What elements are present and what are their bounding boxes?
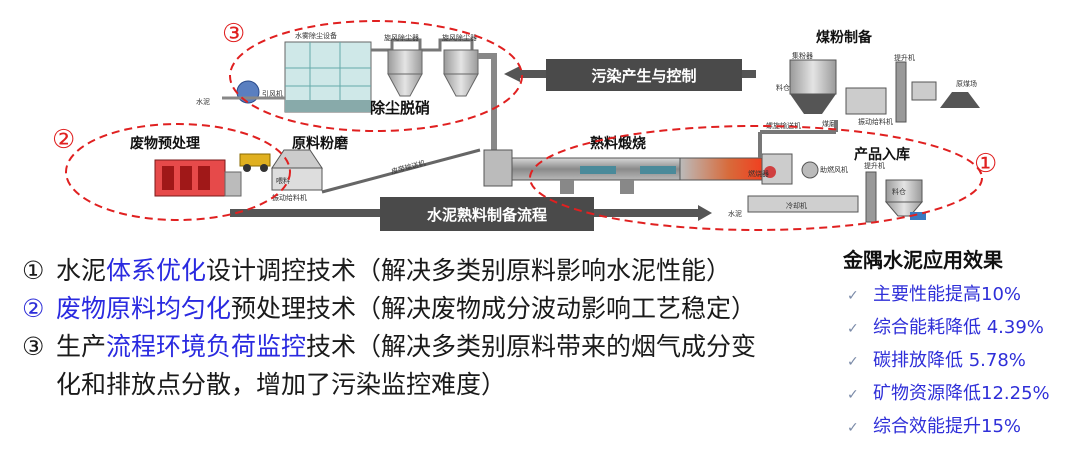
raw-grinding-label: 原料粉磨 xyxy=(292,135,349,152)
aux-fan-label: 助燃风机 xyxy=(820,165,848,174)
process-diagram: 水泥熟料制备流程 污染产生与控制 引风机 水泥 水雾除尘设备 旋风除尘器 旋风除… xyxy=(52,19,997,231)
dust-removal-equipment: 引风机 水泥 水雾除尘设备 旋风除尘器 旋风除尘器 xyxy=(196,31,497,150)
region-3-outline xyxy=(229,20,523,132)
effect-item: ✓ 碳排放降低 5.78% xyxy=(843,345,1073,378)
vib-label: 振动给料机 xyxy=(858,117,893,126)
feed4-label: 振动给料机 xyxy=(272,193,307,202)
check-icon: ✓ xyxy=(847,387,859,403)
check-icon: ✓ xyxy=(847,288,859,304)
water-dust-label: 水雾除尘设备 xyxy=(295,31,337,40)
feed3-label: 喂料 xyxy=(276,176,290,185)
effect-item: ✓ 综合能耗降低 4.39% xyxy=(843,312,1073,345)
cooler-label: 冷却机 xyxy=(786,201,807,210)
tech-highlight: 流程环境负荷监控 xyxy=(106,332,307,361)
cement-label-bottom: 水泥 xyxy=(728,209,742,218)
tech-number: ② xyxy=(22,294,45,323)
coal-mill-label: 煤磨 xyxy=(822,119,836,128)
region-2-marker: ② xyxy=(52,125,75,155)
process-flow-label-box: 水泥熟料制备流程 xyxy=(380,197,594,231)
tech-post: 技术（解决多类别原料带来的烟气成分变 xyxy=(306,332,757,361)
pollution-label: 污染产生与控制 xyxy=(591,67,696,85)
effects-title: 金隅水泥应用效果 xyxy=(843,248,1003,272)
technology-list: ① 水泥体系优化设计调控技术（解决多类别原料影响水泥性能） ② 废物原料均匀化预处理… xyxy=(22,252,822,404)
pollution-label-box: 污染产生与控制 xyxy=(546,59,742,91)
effect-text: 碳排放降低 5.78% xyxy=(873,350,1026,371)
region-1-marker: ① xyxy=(974,149,997,179)
region-3-marker: ③ xyxy=(222,19,245,49)
product-storage-equipment: 提升机 料仓 xyxy=(864,161,926,223)
product-storage-label: 产品入库 xyxy=(854,146,910,163)
check-icon: ✓ xyxy=(847,354,859,370)
tech-number: ① xyxy=(22,256,45,285)
cement-label-top: 水泥 xyxy=(196,97,210,106)
effect-text: 综合能耗降低 4.39% xyxy=(873,317,1044,338)
effect-item: ✓ 综合效能提升15% xyxy=(843,411,1073,444)
clinker-calcination-label: 熟料煅烧 xyxy=(590,135,646,152)
tech-pre: 生产 xyxy=(56,332,107,361)
fan-label: 引风机 xyxy=(262,89,283,98)
raw-coal-label: 原煤场 xyxy=(956,79,977,88)
cyclone2-label: 旋风除尘器 xyxy=(442,33,477,42)
check-icon: ✓ xyxy=(847,321,859,337)
tech-pre: 水泥 xyxy=(56,256,107,285)
coal-preparation-equipment: 集粉器 料仓 煤磨 提升机 原煤场 振动给料机 xyxy=(776,51,980,132)
rotary-kiln: 燃烧器 助燃风机 螺旋输送机 冷却机 水泥 xyxy=(483,121,859,218)
effect-text: 综合效能提升15% xyxy=(873,416,1022,437)
technology-item-2: ② 废物原料均匀化预处理技术（解决废物成分波动影响工艺稳定） xyxy=(22,290,822,328)
effect-item: ✓ 矿物资源降低12.25% xyxy=(843,378,1073,411)
process-flow-label: 水泥熟料制备流程 xyxy=(427,206,547,224)
feed2-label: 料仓 xyxy=(892,187,906,196)
region-2-outline xyxy=(65,123,291,221)
burner-label: 燃烧器 xyxy=(748,169,769,178)
tech-highlight: 废物原料均匀化 xyxy=(56,294,232,323)
cyclone1-label: 旋风除尘器 xyxy=(384,33,419,42)
tech-post: 预处理技术（解决废物成分波动影响工艺稳定） xyxy=(231,294,757,323)
check-icon: ✓ xyxy=(847,420,859,436)
tech-post: 设计调控技术（解决多类别原料影响水泥性能） xyxy=(206,256,732,285)
waste-pretreatment-equipment xyxy=(154,159,242,197)
tech-highlight: 体系优化 xyxy=(106,256,207,285)
lift-label: 提升机 xyxy=(894,53,915,62)
technology-item-1: ① 水泥体系优化设计调控技术（解决多类别原料影响水泥性能） xyxy=(22,252,822,290)
lift2-label: 提升机 xyxy=(864,161,885,170)
effect-text: 主要性能提高10% xyxy=(873,284,1022,305)
coal-preparation-label: 煤粉制备 xyxy=(816,29,873,46)
technology-item-3-continued: 化和排放点分散，增加了污染监控难度） xyxy=(56,370,507,399)
feed-label: 料仓 xyxy=(776,83,790,92)
belt-label: 皮带输送机 xyxy=(390,158,426,176)
effect-text: 矿物资源降低12.25% xyxy=(873,383,1050,404)
coal-bin-label: 集粉器 xyxy=(792,51,813,60)
effect-item: ✓ 主要性能提高10% xyxy=(843,279,1073,312)
waste-pretreatment-label: 废物预处理 xyxy=(130,135,200,152)
technology-item-3: ③ 生产流程环境负荷监控技术（解决多类别原料带来的烟气成分变 xyxy=(22,328,822,366)
application-effects: 金隅水泥应用效果 ✓ 主要性能提高10% ✓ 综合能耗降低 4.39% ✓ 碳排放降低… xyxy=(843,244,1073,444)
tech-number: ③ xyxy=(22,332,45,361)
region-1-outline xyxy=(529,125,983,231)
dust-removal-label: 除尘脱硝 xyxy=(370,99,430,117)
